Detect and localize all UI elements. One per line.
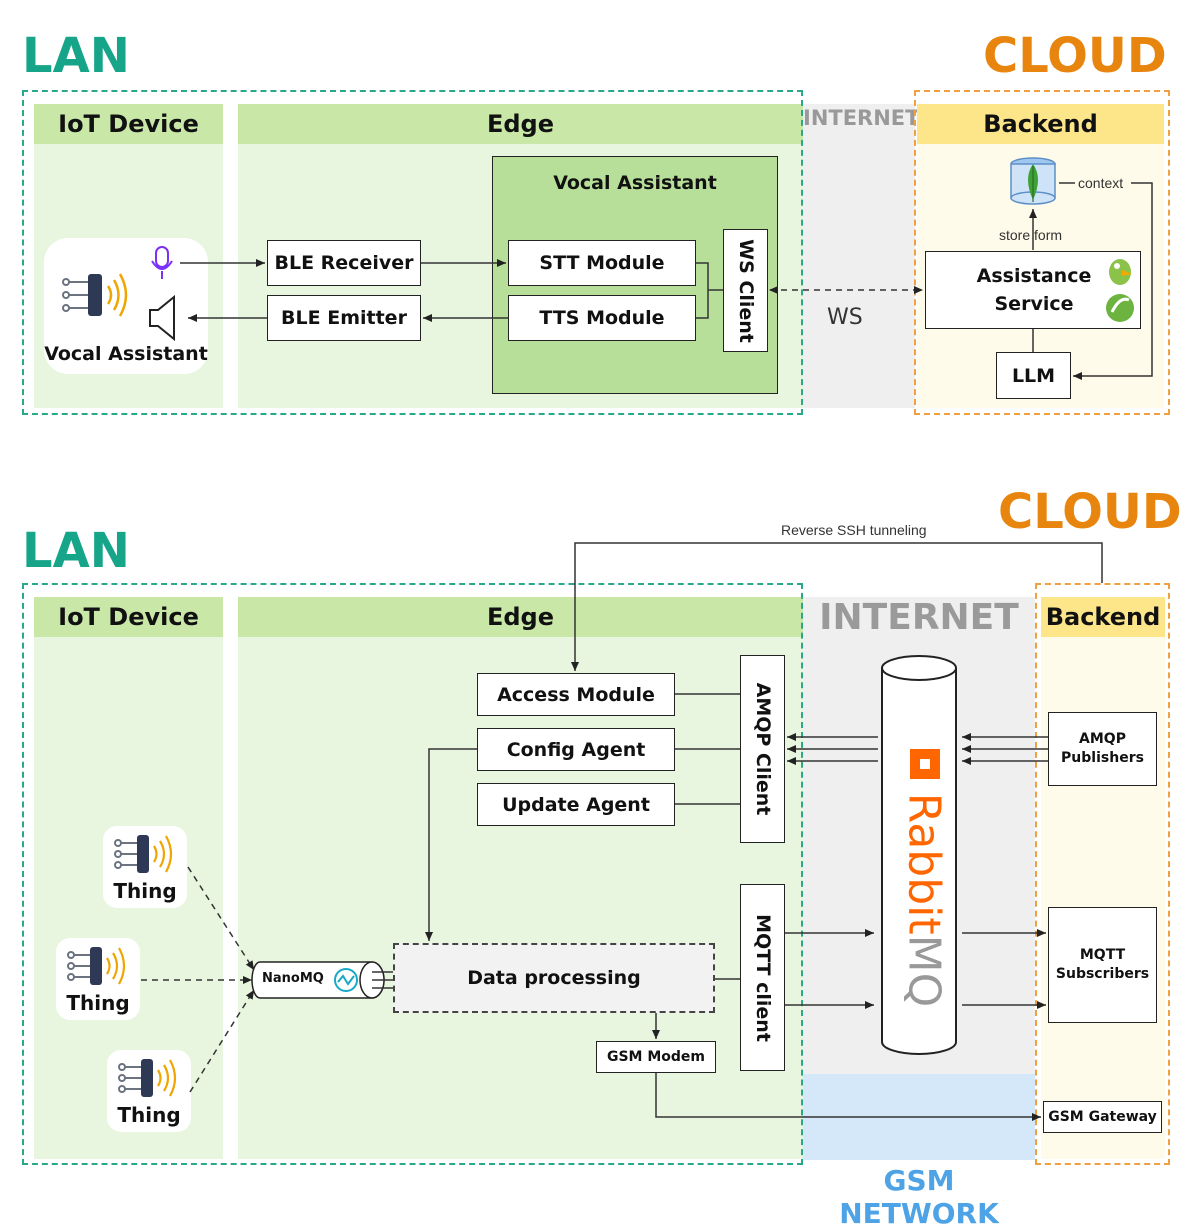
vocal-assistant-device-card bbox=[44, 238, 208, 374]
thing-device-icon bbox=[67, 947, 126, 985]
store-form-label: store form bbox=[999, 227, 1063, 243]
mqtt-client-box: MQTT client bbox=[740, 884, 785, 1071]
nanomq-label: NanoMQ bbox=[262, 971, 324, 986]
assistance-service-label: Assistance Service bbox=[976, 265, 1092, 315]
bottom-internet-label: INTERNET bbox=[819, 597, 1019, 638]
bottom-cloud-boundary bbox=[1035, 583, 1170, 1165]
amqp-client-label: AMQP Client bbox=[751, 682, 774, 816]
bottom-iot-header: IoT Device bbox=[34, 597, 223, 637]
spring-boot-icons bbox=[1106, 259, 1134, 322]
bottom-cloud-title: CLOUD bbox=[998, 484, 1182, 540]
data-processing-box: Data processing bbox=[393, 943, 715, 1013]
gsm-modem-box: GSM Modem bbox=[596, 1041, 716, 1073]
speaker-icon bbox=[149, 295, 175, 341]
access-module-box: Access Module bbox=[477, 673, 675, 716]
vocal-assistant-device-label: Vocal Assistant bbox=[44, 343, 208, 365]
rabbitmq-rabbit-text: Rabbit bbox=[898, 792, 950, 935]
bottom-backend-column bbox=[1041, 597, 1165, 1159]
thing-device-icon bbox=[114, 835, 173, 873]
top-internet-label: INTERNET bbox=[803, 106, 920, 130]
rabbitmq-mq-text: MQ bbox=[898, 934, 950, 1008]
top-cloud-boundary bbox=[914, 90, 1170, 415]
bottom-lan-boundary bbox=[22, 583, 803, 1165]
top-cloud-title: CLOUD bbox=[983, 28, 1167, 84]
context-label: context bbox=[1078, 175, 1124, 191]
config-agent-box: Config Agent bbox=[477, 728, 675, 771]
top-internet-band bbox=[803, 104, 915, 408]
gsm-gateway-box: GSM Gateway bbox=[1043, 1101, 1162, 1133]
mqtt-client-label: MQTT client bbox=[751, 913, 774, 1042]
vocal-assistant-title: Vocal Assistant bbox=[553, 172, 717, 194]
top-lan-boundary bbox=[22, 90, 803, 415]
update-agent-box: Update Agent bbox=[477, 783, 675, 826]
rabbitmq-wordmark: RabbitMQ bbox=[879, 790, 969, 1010]
thing-label: Thing bbox=[66, 991, 130, 1015]
ble-emitter-box: BLE Emitter bbox=[267, 295, 421, 341]
gsm-network-label: GSM NETWORK bbox=[839, 1164, 999, 1230]
bottom-lan-title: LAN bbox=[22, 523, 130, 579]
tts-module-box: TTS Module bbox=[508, 295, 696, 341]
thing-label: Thing bbox=[117, 1103, 181, 1127]
thing-device-icon bbox=[118, 1059, 177, 1097]
llm-box: LLM bbox=[996, 352, 1071, 399]
mqtt-subscribers-box: MQTT Subscribers bbox=[1048, 907, 1157, 1023]
ws-protocol-label: WS bbox=[827, 305, 863, 330]
gsm-network-band bbox=[803, 1074, 1035, 1160]
top-edge-header: Edge bbox=[238, 104, 803, 144]
ble-receiver-box: BLE Receiver bbox=[267, 240, 421, 286]
stt-module-box: STT Module bbox=[508, 240, 696, 286]
amqp-client-box: AMQP Client bbox=[740, 655, 785, 843]
microphone-icon bbox=[151, 246, 173, 279]
ws-client-box: WS Client bbox=[723, 229, 768, 352]
thing-label: Thing bbox=[113, 879, 177, 903]
ws-client-label: WS Client bbox=[734, 238, 757, 343]
reverse-ssh-label: Reverse SSH tunneling bbox=[781, 522, 927, 538]
top-iot-header: IoT Device bbox=[34, 104, 223, 144]
nanomq-broker-icon bbox=[251, 961, 385, 999]
mongodb-database-icon bbox=[1010, 157, 1056, 205]
amqp-publishers-box: AMQP Publishers bbox=[1048, 712, 1157, 786]
top-backend-header: Backend bbox=[917, 104, 1164, 144]
iot-device-icon bbox=[62, 273, 128, 317]
top-lan-title: LAN bbox=[22, 28, 130, 84]
